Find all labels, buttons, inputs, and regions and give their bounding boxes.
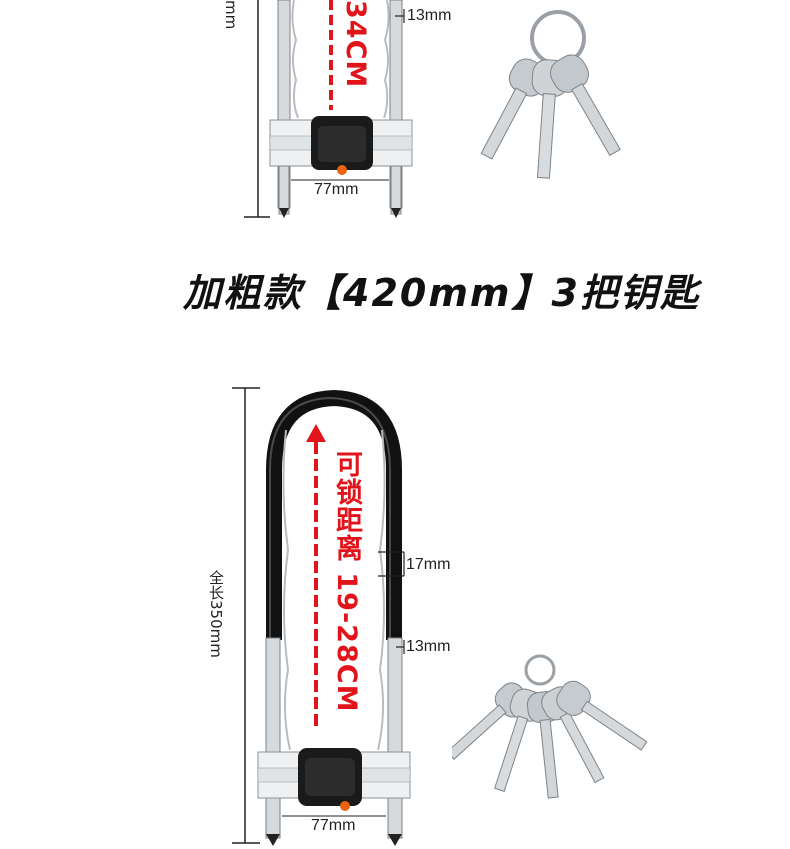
bottom-lock-product: 可锁距离 19-28CM 全长350mm 17mm 13mm 77mm [0,370,790,849]
top-lock-drawing [244,0,413,218]
key-ring [524,654,556,686]
top-lock-product: mm 34CM 13mm 77mm [0,0,790,240]
top-dim-13mm: 13mm [407,7,452,24]
top-side-label: mm [222,0,240,30]
bottom-lock-drawing [232,387,411,846]
bottom-range-label: 可锁距离 19-28CM [331,450,362,713]
bottom-dim-17mm: 17mm [406,556,451,573]
bottom-dim-13mm: 13mm [406,638,451,655]
five-keys-image [452,654,648,799]
bottom-dim-77mm: 77mm [311,817,356,834]
top-range-label: 34CM [340,0,371,89]
section-title: 加粗款【420mm】3把钥匙 [183,271,700,315]
three-keys-image [480,10,621,179]
total-length-label: 全长350mm [207,570,225,658]
top-dim-77mm: 77mm [314,181,359,198]
